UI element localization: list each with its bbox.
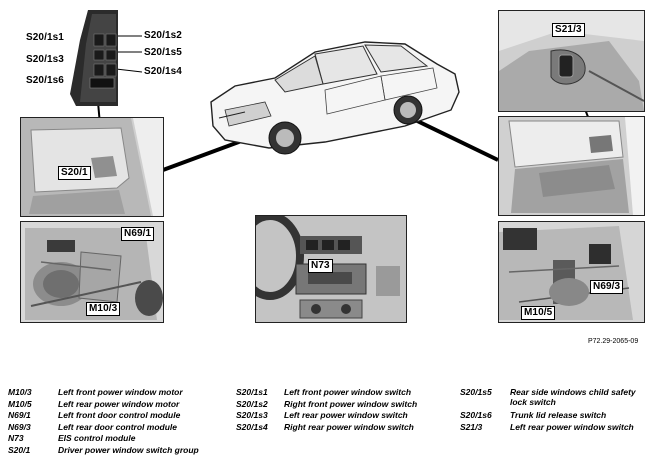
rear-door-switch-photo [498,10,645,112]
front-door-interior-photo [20,117,164,217]
legend-description: Left rear door control module [58,421,178,432]
callout-s20-1s3: S20/1s3 [26,54,64,65]
center-console-photo [255,215,407,323]
callout-n69-3: N69/3 [590,280,624,294]
callout-s20-1s4: S20/1s4 [144,66,182,77]
rear-door-inner-drawing [499,222,644,322]
rear-door-inner-panel-photo [498,221,645,323]
legend-description: EIS control module [58,433,136,444]
legend-code: S20/1s6 [460,410,492,421]
callout-s20-1s5: S20/1s5 [144,47,182,58]
legend-description: Trunk lid release switch [510,410,607,421]
car-drawing [210,41,460,155]
rear-door-drawing [499,117,644,215]
front-door-drawing [21,118,163,216]
callout-s20-1s1: S20/1s1 [26,32,64,43]
switch-group-photo [66,10,118,106]
legend-code: S20/1s1 [236,387,268,397]
legend-description: Left front door control module [58,410,181,421]
callout-s21-3: S21/3 [552,23,585,37]
rear-door-interior-photo [498,116,645,216]
legend-code: N73 [8,433,24,444]
legend-description: Left rear power window switch [284,410,408,421]
car-illustration [205,30,465,160]
legend-description: Rear side windows child safety lock swit… [510,387,636,407]
legend-code: S20/1s2 [236,398,268,409]
callout-n73: N73 [308,259,333,273]
legend-code: S20/1s3 [236,410,268,421]
callout-m10-5: M10/5 [521,306,556,320]
legend-code: N69/1 [8,410,31,421]
legend-code: N69/3 [8,421,31,432]
legend-code: M10/3 [8,387,32,397]
callout-m10-3: M10/3 [86,302,121,316]
legend-description: Driver power window switch group [58,445,199,455]
leader-s20-1s4 [115,68,143,73]
switch-group-drawing [70,10,118,106]
legend-description: Left front power window switch [284,387,412,397]
callout-n69-1: N69/1 [121,227,155,241]
legend-code: S20/1 [8,445,31,455]
legend-code: M10/5 [8,398,32,409]
legend-description: Left rear power window switch [510,421,634,432]
legend-description: Right rear power window switch [284,421,414,432]
legend-code: S20/1s5 [460,387,492,397]
callout-s20-1s6: S20/1s6 [26,75,64,86]
callout-s20-1s2: S20/1s2 [144,30,182,41]
callout-s20-1: S20/1 [58,166,91,180]
legend-code: S20/1s4 [236,421,268,432]
legend-description: Left front power window motor [58,387,183,397]
legend-code: S21/3 [460,421,483,432]
legend-description: Right front power window switch [284,398,418,409]
figure-reference: P72.29-2065-09 [588,338,639,345]
legend-description: Left rear power window motor [58,398,180,409]
